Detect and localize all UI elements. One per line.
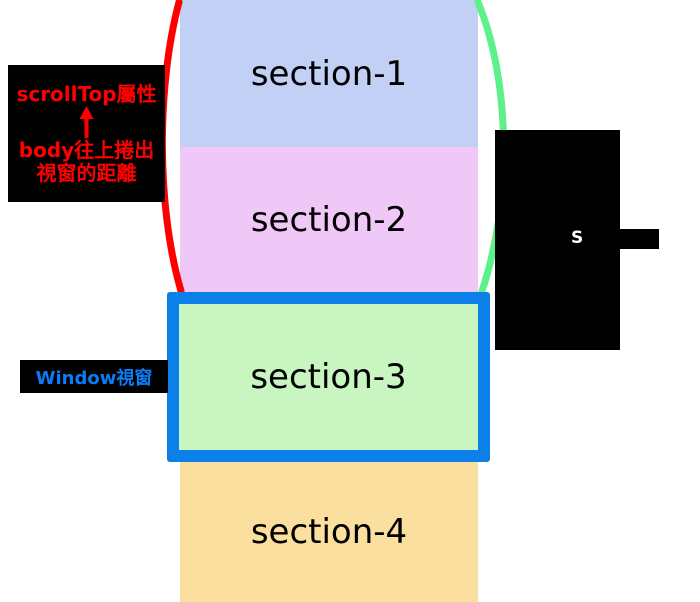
left-red-brace-icon	[158, 0, 185, 295]
section-4-label: section-4	[250, 512, 408, 552]
section-block-1: section-1	[180, 0, 478, 147]
section-1-label: section-1	[250, 53, 408, 94]
section-2-label: section-2	[250, 199, 408, 240]
redaction-bar-right	[600, 229, 659, 249]
section-3-label: section-3	[250, 357, 407, 397]
callout-scrolltop-desc-line2: 視窗的距離	[36, 160, 137, 185]
callout-window-viewport-label: Window視窗	[35, 367, 153, 389]
section-block-2: section-2	[180, 147, 478, 292]
section-block-4: section-4	[180, 462, 478, 602]
callout-scrolltop: scrollTop屬性 body往上捲出 視窗的距離	[8, 65, 165, 202]
viewport-frame-inner: section-3	[179, 304, 478, 450]
callout-scrolltop-title: scrollTop屬性	[16, 81, 157, 106]
window-viewport-frame: section-3	[167, 292, 490, 462]
up-arrow-icon	[79, 106, 94, 139]
section-block-3: section-3	[179, 304, 478, 450]
callout-scrolltop-desc-line1: body往上捲出	[18, 138, 155, 163]
callout-window-viewport: Window視窗	[20, 360, 168, 393]
